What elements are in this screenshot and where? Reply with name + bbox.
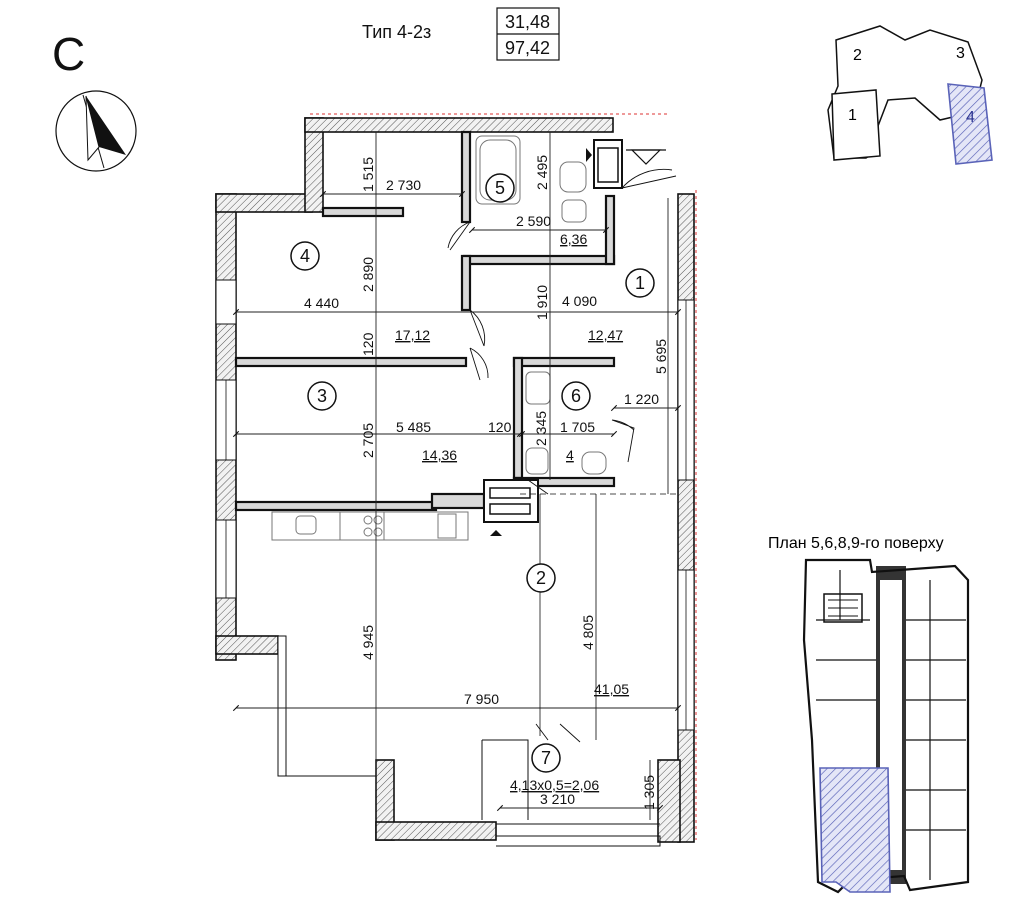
- key-plan: 2 3 1 4: [827, 25, 993, 165]
- floor-plan-minimap: План 5,6,8,9-го поверху: [768, 535, 970, 894]
- room-3-area: 14,36: [422, 447, 457, 463]
- dim-2890: 2 890: [360, 257, 376, 292]
- dimension-lines: [232, 132, 682, 820]
- room-1-number: 1: [635, 273, 645, 293]
- living-area-value: 31,48: [505, 12, 550, 32]
- total-area-value: 97,42: [505, 38, 550, 58]
- room-6-marker: 6: [561, 381, 591, 411]
- sink-icon-2: [581, 451, 607, 475]
- section-3-label: 3: [956, 45, 965, 62]
- dim-7950: 7 950: [464, 691, 499, 707]
- interior-walls: [234, 130, 661, 847]
- dim-4440: 4 440: [304, 295, 339, 311]
- room-3-number: 3: [317, 386, 327, 406]
- dim-1515: 1 515: [360, 157, 376, 192]
- apartment-type-label: Тип 4-2з: [362, 22, 431, 42]
- section-1-outline: [831, 89, 881, 161]
- apartment-highlight: [819, 767, 891, 893]
- dim-1220: 1 220: [624, 391, 659, 407]
- north-letter: С: [52, 28, 85, 80]
- room-areas: 12,47 41,05 14,36 17,12 6,36 4 4,13x0,5=…: [395, 231, 629, 793]
- dim-5695: 5 695: [653, 339, 669, 374]
- room-6-area: 4: [566, 447, 574, 463]
- dim-4805: 4 805: [580, 615, 596, 650]
- dim-1910: 1 910: [534, 285, 550, 320]
- dim-2730: 2 730: [386, 177, 421, 193]
- dim-2705: 2 705: [360, 423, 376, 458]
- exterior-walls: [215, 113, 697, 843]
- room-markers: 1 2 3 4 5 6 7: [290, 173, 655, 773]
- room-6-number: 6: [571, 386, 581, 406]
- dim-5485: 5 485: [396, 419, 431, 435]
- dim-2590: 2 590: [516, 213, 551, 229]
- room-2-marker: 2: [526, 563, 556, 593]
- room-4-marker: 4: [290, 241, 320, 271]
- doors: [447, 168, 677, 743]
- section-4-highlight: [947, 83, 993, 165]
- room-7-area: 4,13x0,5=2,06: [510, 777, 599, 793]
- level-mark-icon: [626, 149, 666, 165]
- room-7-marker: 7: [531, 743, 561, 773]
- dim-2345: 2 345: [533, 411, 549, 446]
- room-2-area: 41,05: [594, 681, 629, 697]
- dimension-labels: 1 515 2 730 2 495 2 590 2 890 4 440 120 …: [304, 155, 669, 810]
- section-4-label: 4: [966, 109, 975, 126]
- toilet-icon: [559, 161, 587, 193]
- dim-1305: 1 305: [641, 775, 657, 810]
- room-7-number: 7: [541, 748, 551, 768]
- title-block: Тип 4-2з 31,48 97,42: [362, 7, 560, 61]
- compass: С: [52, 28, 137, 172]
- section-1-label: 1: [848, 107, 857, 124]
- dim-4945: 4 945: [360, 625, 376, 660]
- room-1-area: 12,47: [588, 327, 623, 343]
- room-5-area: 6,36: [560, 231, 587, 247]
- dim-120-b: 120: [488, 419, 512, 435]
- room-1-marker: 1: [625, 268, 655, 298]
- room-3-marker: 3: [307, 381, 337, 411]
- dim-120-a: 120: [360, 332, 376, 356]
- toilet-icon-2: [525, 447, 549, 475]
- dim-1705: 1 705: [560, 419, 595, 435]
- dim-4090: 4 090: [562, 293, 597, 309]
- room-2-number: 2: [536, 568, 546, 588]
- room-4-area: 17,12: [395, 327, 430, 343]
- dim-3210: 3 210: [540, 791, 575, 807]
- section-2-label: 2: [853, 47, 862, 64]
- room-4-number: 4: [300, 246, 310, 266]
- room-5-marker: 5: [485, 173, 515, 203]
- floor-plan-title: План 5,6,8,9-го поверху: [768, 535, 944, 552]
- dim-2495: 2 495: [534, 155, 550, 190]
- north-arrow-icon: [55, 90, 137, 172]
- sink-icon: [561, 199, 587, 223]
- room-5-number: 5: [495, 178, 505, 198]
